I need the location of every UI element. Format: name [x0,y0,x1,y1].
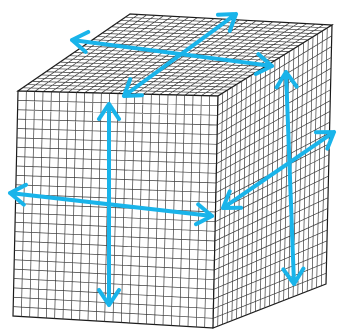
top-cross-arrow-icon [122,12,238,98]
cube-faces [12,13,334,329]
right-diagonal-arrow-icon [221,130,336,210]
arrow-layer [8,12,336,307]
right-vertical-arrow-icon [274,70,306,286]
top-diagonal-arrow-icon [70,30,274,76]
front-vertical-arrow-icon [97,102,121,307]
